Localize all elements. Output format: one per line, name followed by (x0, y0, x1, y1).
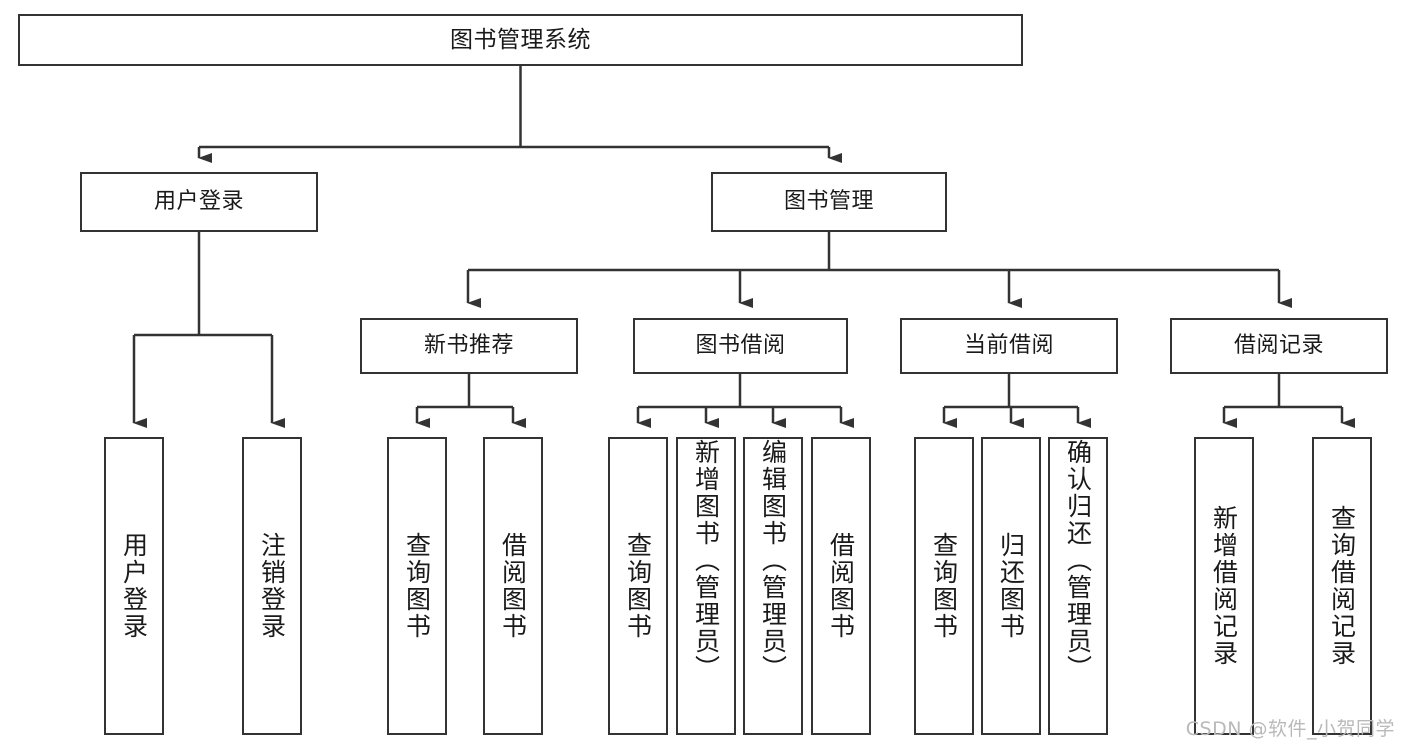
node-leaf-query-book-borrow[interactable]: 查询图书 (608, 437, 668, 735)
node-label: 确认归还（管理员） (1063, 439, 1093, 682)
node-label: 图书借阅 (695, 333, 786, 359)
node-leaf-add-book-admin[interactable]: 新增图书（管理员） (676, 437, 736, 735)
node-current-borrow[interactable]: 当前借阅 (900, 318, 1118, 374)
node-label: 用户登录 (119, 532, 149, 640)
node-label: 用户登录 (153, 189, 244, 215)
node-label: 查询借阅记录 (1327, 505, 1357, 667)
node-label: 新增借阅记录 (1209, 505, 1239, 667)
node-leaf-confirm-return-admin[interactable]: 确认归还（管理员） (1048, 437, 1108, 735)
node-label: 图书管理系统 (450, 26, 591, 53)
node-label: 编辑图书（管理员） (758, 439, 788, 682)
connector-bookborrow-to-leaves (636, 374, 854, 428)
node-label: 查询图书 (402, 532, 432, 640)
node-leaf-query-book-current[interactable]: 查询图书 (914, 437, 974, 735)
node-label: 新增图书（管理员） (691, 439, 721, 682)
node-new-book-recommend[interactable]: 新书推荐 (360, 318, 578, 374)
node-leaf-query-borrow-record[interactable]: 查询借阅记录 (1312, 437, 1372, 735)
connector-borrowrecord-to-leaves (1222, 374, 1355, 428)
node-leaf-add-borrow-record[interactable]: 新增借阅记录 (1194, 437, 1254, 735)
node-leaf-return-book[interactable]: 归还图书 (981, 437, 1041, 735)
node-label: 借阅记录 (1233, 333, 1324, 359)
node-label: 归还图书 (996, 532, 1026, 640)
node-label: 查询图书 (929, 532, 959, 640)
node-leaf-query-book-recommend[interactable]: 查询图书 (387, 437, 447, 735)
node-leaf-user-login[interactable]: 用户登录 (104, 437, 164, 735)
watermark-text: CSDN @软件_小贺同学 (1185, 718, 1395, 740)
connector-currentborrow-to-leaves (942, 374, 1091, 428)
node-label: 借阅图书 (826, 532, 856, 640)
node-leaf-borrow-book[interactable]: 借阅图书 (811, 437, 871, 735)
node-leaf-edit-book-admin[interactable]: 编辑图书（管理员） (743, 437, 803, 735)
node-book-management[interactable]: 图书管理 (711, 172, 947, 232)
node-root-book-management-system[interactable]: 图书管理系统 (18, 14, 1023, 66)
node-borrow-record[interactable]: 借阅记录 (1170, 318, 1388, 374)
node-user-login[interactable]: 用户登录 (80, 172, 318, 232)
node-label: 查询图书 (623, 532, 653, 640)
node-label: 新书推荐 (423, 333, 514, 359)
node-book-borrow[interactable]: 图书借阅 (633, 318, 848, 374)
node-label: 当前借阅 (963, 333, 1054, 359)
connector-newbook-to-leaves (415, 374, 526, 428)
node-leaf-logout-login[interactable]: 注销登录 (242, 437, 302, 735)
node-label: 注销登录 (257, 532, 287, 640)
connector-userlogin-to-leaves (132, 232, 285, 428)
node-leaf-borrow-book-recommend[interactable]: 借阅图书 (483, 437, 543, 735)
connector-booksys-to-level2 (466, 232, 1292, 308)
node-label: 图书管理 (783, 189, 874, 215)
node-label: 借阅图书 (498, 532, 528, 640)
connector-root-to-level1 (197, 66, 842, 163)
